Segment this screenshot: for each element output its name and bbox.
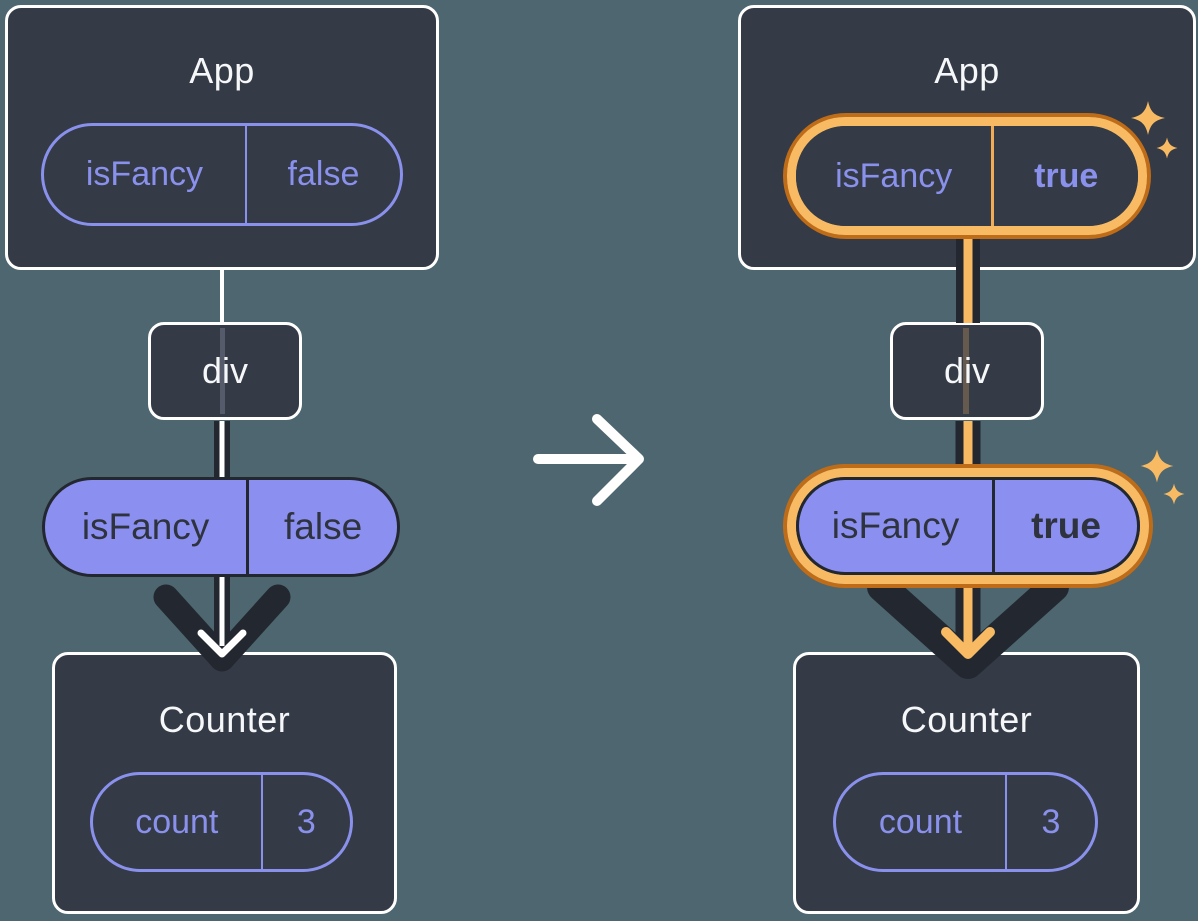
sparkle-large [1140, 449, 1174, 483]
prop-flow-ghost-line [963, 328, 969, 414]
state-value-label: 3 [1041, 802, 1061, 841]
right-app-prop-pill: isFancy true [796, 126, 1138, 226]
prop-name-label: isFancy [45, 480, 250, 574]
arrow-head-core [197, 629, 247, 658]
prop-name-label: isFancy [796, 126, 995, 226]
left-counter-title: Counter [158, 699, 291, 740]
prop-flow-ghost-line [220, 328, 225, 414]
arrow-head-core-orange [941, 627, 995, 659]
prop-value-label: false [287, 155, 360, 193]
state-name-label: count [836, 775, 1007, 869]
transition-arrow-head [592, 414, 644, 506]
right-counter-state-pill: count 3 [833, 772, 1098, 872]
arrow-head-dark [153, 584, 291, 672]
state-name-label: count [93, 775, 263, 869]
prop-value-label: true [1031, 505, 1101, 546]
right-passed-prop-pill: isFancy true [796, 477, 1140, 575]
right-counter-title: Counter [900, 699, 1033, 740]
left-app-prop-pill: isFancy false [41, 123, 403, 226]
sparkles-icon [1140, 449, 1185, 505]
right-div-node-card: div [890, 322, 1044, 420]
prop-name-label: isFancy [799, 480, 996, 572]
left-passed-prop-pill: isFancy false [42, 477, 400, 577]
prop-value-label: false [284, 506, 363, 547]
arrow-right-icon [533, 414, 644, 506]
left-counter-state-pill: count 3 [90, 772, 353, 872]
right-div-label: div [943, 350, 991, 391]
sparkle-small [1163, 483, 1185, 505]
highlight-ring-inner: isFancy true [787, 468, 1149, 584]
prop-value-label: true [1034, 156, 1099, 195]
state-value-label: 3 [296, 802, 316, 841]
left-div-label: div [201, 350, 249, 391]
highlight-ring-inner: isFancy true [787, 117, 1147, 235]
right-app-title: App [934, 50, 1000, 91]
right-passed-prop-pill-highlight-ring: isFancy true [783, 464, 1153, 588]
left-app-title: App [189, 50, 255, 91]
right-app-prop-pill-highlight-ring: isFancy true [783, 113, 1151, 239]
left-counter-component-card: Counter [52, 652, 397, 914]
left-div-node-card: div [148, 322, 302, 420]
prop-name-label: isFancy [44, 126, 247, 223]
